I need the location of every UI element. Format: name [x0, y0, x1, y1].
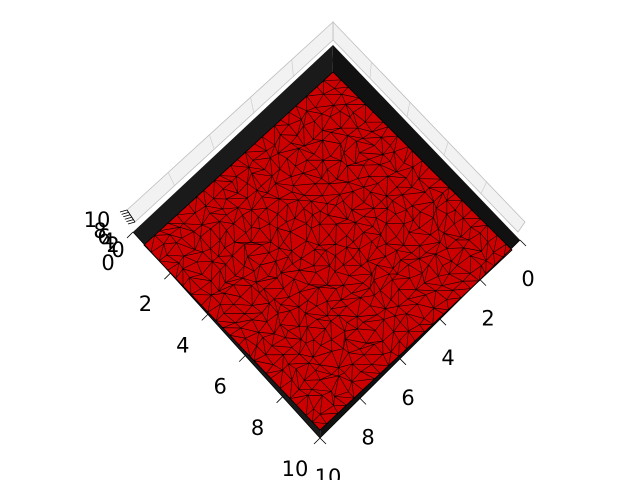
z-axis-tick-label: 0: [111, 238, 124, 262]
x-axis-tick-label: 8: [361, 425, 374, 449]
z-axis-tick: [126, 219, 134, 222]
pane-grid-line: [167, 172, 175, 186]
y-axis-tick: [201, 314, 209, 321]
pane-grid-line: [480, 181, 487, 194]
x-axis-tick-label: 2: [481, 307, 494, 331]
z-axis-tick: [121, 212, 129, 215]
pane-grid-line: [291, 59, 294, 77]
z-axis-tick: [124, 216, 132, 220]
pane-grid-line: [369, 61, 372, 79]
y-axis-tick: [126, 231, 134, 239]
pane-grid-line: [443, 141, 449, 156]
z-axis-tick: [123, 214, 131, 218]
z-axis-tick: [119, 209, 128, 213]
z-axis-tick-label: 10: [84, 208, 111, 232]
x-axis-tick: [439, 318, 447, 326]
x-axis-tick: [479, 279, 487, 286]
y-axis-tick-label: 0: [101, 251, 114, 275]
y-axis-tick-label: 4: [176, 333, 189, 357]
mesh-edge-path: [143, 71, 513, 431]
y-axis-tick: [313, 437, 321, 445]
y-axis-tick: [238, 355, 246, 362]
y-axis-tick: [276, 396, 283, 404]
mesh-edges: [143, 71, 513, 431]
y-axis-tick-label: 8: [251, 416, 264, 440]
y-axis-tick-label: 6: [214, 375, 227, 399]
x-axis: 0 2 4 6 8 10: [315, 239, 535, 480]
x-axis-tick: [399, 358, 407, 366]
back-panes: [126, 21, 526, 233]
pane-grid-line: [209, 134, 215, 150]
z-axis-tick-label: 6: [97, 225, 110, 249]
x-axis-tick-label: 6: [401, 386, 414, 410]
pane-grid-line: [250, 97, 255, 113]
pane-grid: [167, 59, 487, 194]
mesh-surface: [143, 71, 513, 431]
z-axis-tick-label: 8: [93, 219, 106, 243]
z-axis-tick-label: 2: [106, 233, 119, 257]
x-axis-line: [319, 239, 521, 439]
y-axis-tick-label: 2: [139, 292, 152, 316]
pane-grid-line: [406, 101, 411, 117]
z-axis-line: [126, 209, 136, 223]
z-axis-tick: [127, 221, 136, 225]
x-axis-tick: [519, 239, 527, 247]
z-axis-tick-label: 4: [101, 229, 114, 253]
y-axis-tick-label: 10: [282, 457, 309, 480]
y-axis-line: [132, 231, 321, 439]
x-ticks: 0 2 4 6 8 10: [315, 239, 535, 480]
x-axis-tick-label: 10: [315, 465, 342, 480]
y-axis-tick: [164, 272, 171, 280]
x-axis-tick: [319, 437, 327, 445]
x-axis-tick: [359, 398, 367, 405]
x-axis-tick-label: 0: [521, 267, 534, 291]
x-axis-tick-label: 4: [441, 346, 454, 370]
